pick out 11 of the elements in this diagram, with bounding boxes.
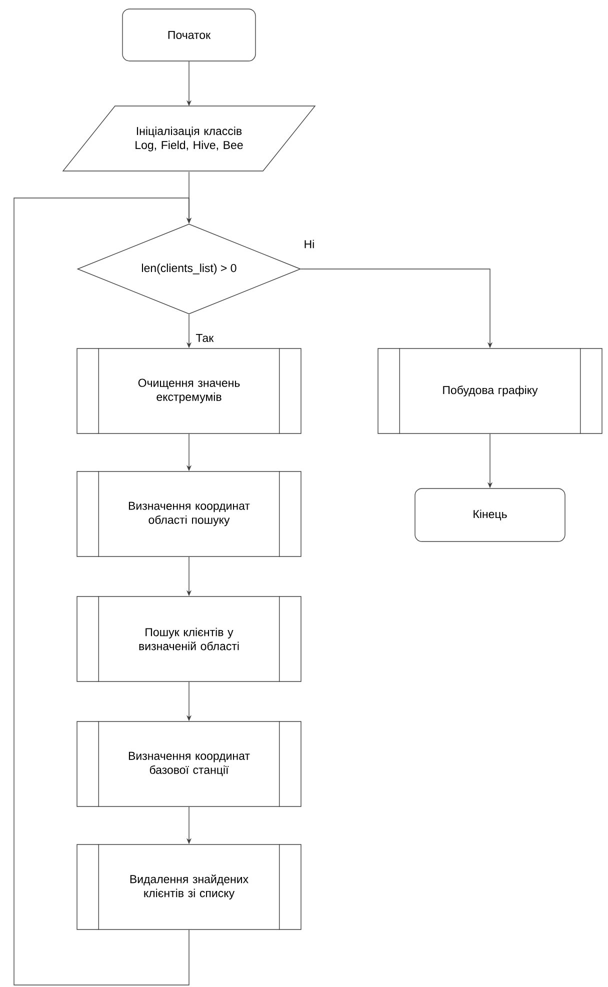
subprocess-box: Визначення координат базової станції	[76, 720, 302, 808]
arrow	[14, 198, 192, 986]
edge-label: Ні	[302, 238, 316, 250]
subprocess-box: Пошук клієнтів у визначеній області	[76, 596, 302, 682]
subprocess-box: Побудова графіку	[378, 348, 602, 434]
terminal-box: Кінець	[414, 488, 566, 542]
subprocess-box: Очищення значень екстремумів	[76, 348, 302, 434]
terminal-box: Початок	[122, 8, 256, 62]
subprocess-box: Визначення координат області пошуку	[76, 470, 302, 558]
subprocess-box: Видалення знайдених клієнтів зі списку	[76, 844, 302, 930]
edge-label: Так	[194, 333, 215, 344]
